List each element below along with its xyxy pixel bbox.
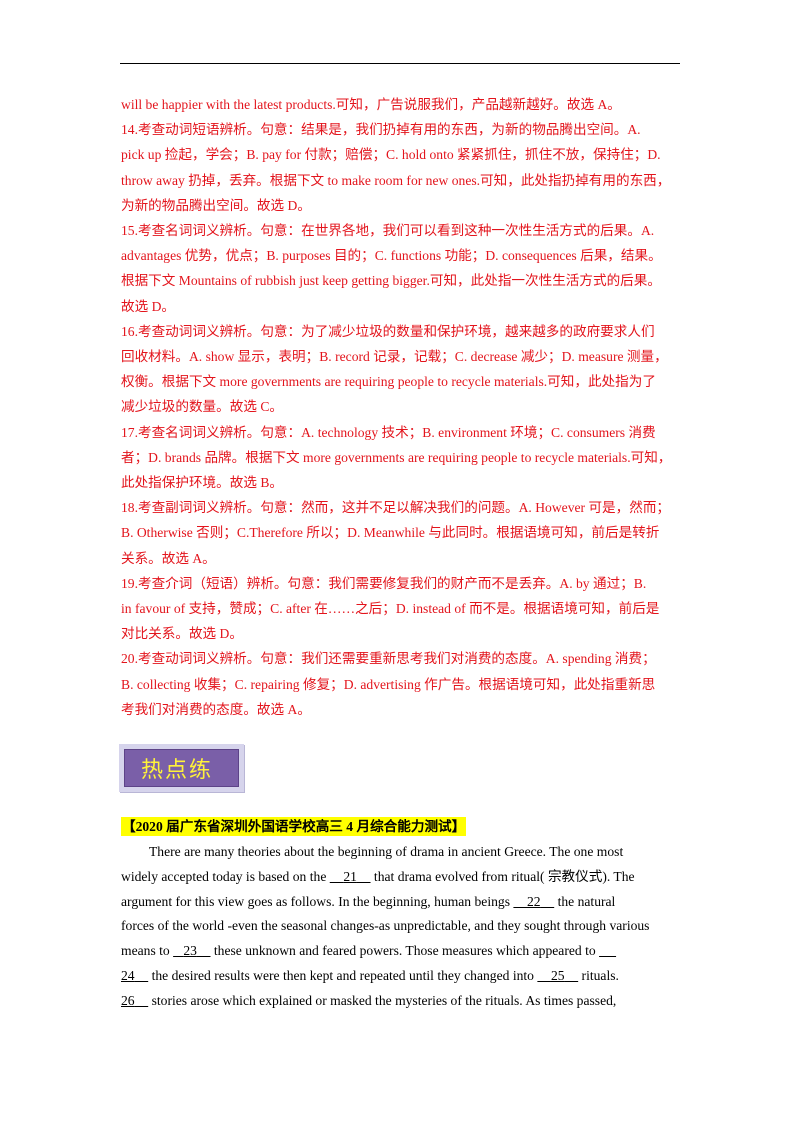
answer-line: 18.考查副词词义辨析。句意：然而，这并不足以解决我们的问题。A. Howeve… — [121, 500, 671, 516]
answer-line: B. Otherwise 否则；C.Therefore 所以；D. Meanwh… — [121, 525, 660, 541]
answer-line: 关系。故选 A。 — [121, 550, 216, 566]
passage-line: argument for this view goes as follows. … — [121, 890, 686, 915]
answer-line: will be happier with the latest products… — [121, 97, 621, 112]
answer-line: B. collecting 收集；C. repairing 修复；D. adve… — [121, 676, 656, 692]
answer-item: 15.考查名词词义辨析。句意：在世界各地，我们可以看到这种一次性生活方式的后果。… — [121, 218, 686, 319]
blank-25[interactable]: 25 — [550, 967, 565, 983]
answer-item: 17.考查名词词义辨析。句意：A. technology 技术；B. envir… — [121, 420, 686, 496]
answer-line: 为新的物品腾出空间。故选 D。 — [121, 197, 311, 213]
header-rule — [120, 63, 680, 64]
answer-line: 20.考查动词词义辨析。句意：我们还需要重新思考我们对消费的态度。A. spen… — [121, 651, 656, 667]
answer-line: 16.考查动词词义辨析。句意：为了减少垃圾的数量和保护环境，越来越多的政府要求人… — [121, 323, 655, 339]
answer-item: will be happier with the latest products… — [121, 92, 686, 117]
answer-item: 20.考查动词词义辨析。句意：我们还需要重新思考我们对消费的态度。A. spen… — [121, 646, 686, 722]
answer-line: 考我们对消费的态度。故选 A。 — [121, 701, 311, 717]
passage-line: forces of the world -even the seasonal c… — [121, 918, 650, 934]
answer-line: advantages 优势，优点；B. purposes 目的；C. funct… — [121, 248, 662, 264]
section-badge-inner: 热点练 — [124, 749, 239, 787]
answer-item: 16.考查动词词义辨析。句意：为了减少垃圾的数量和保护环境，越来越多的政府要求人… — [121, 319, 686, 420]
answer-explanations: will be happier with the latest products… — [121, 92, 686, 722]
answer-line: 者；D. brands 品牌。根据下文 more governments are… — [121, 449, 672, 465]
answer-item: 19.考查介词（短语）辨析。句意：我们需要修复我们的财产而不是丢弃。A. by … — [121, 571, 686, 647]
answer-line: 减少垃圾的数量。故选 C。 — [121, 399, 283, 415]
passage-line: There are many theories about the beginn… — [149, 844, 624, 859]
answer-line: 根据下文 Mountains of rubbish just keep gett… — [121, 273, 661, 289]
source-label: 【2020 届广东省深圳外国语学校高三 4 月综合能力测试】 — [121, 817, 467, 836]
answer-item: 18.考查副词词义辨析。句意：然而，这并不足以解决我们的问题。A. Howeve… — [121, 495, 686, 571]
blank-26[interactable]: 26 — [121, 992, 135, 1008]
section-badge: 热点练 — [119, 744, 244, 792]
answer-line: in favour of 支持，赞成；C. after 在……之后；D. ins… — [121, 601, 660, 617]
blank-22[interactable]: 22 — [527, 893, 541, 909]
passage-line: 26 stories arose which explained or mask… — [121, 989, 686, 1014]
answer-line: 15.考查名词词义辨析。句意：在世界各地，我们可以看到这种一次性生活方式的后果。… — [121, 223, 655, 239]
answer-line: pick up 捡起，学会；B. pay for 付款；赔偿；C. hold o… — [121, 147, 661, 163]
blank-21[interactable]: 21 — [343, 868, 357, 884]
answer-line: 14.考查动词短语辨析。句意：结果是，我们扔掉有用的东西，为新的物品腾出空间。A… — [121, 122, 641, 138]
blank-24[interactable]: 24 — [121, 967, 135, 983]
answer-line: 回收材料。A. show 显示，表明；B. record 记录，记载；C. de… — [121, 349, 668, 365]
answer-line: 19.考查介词（短语）辨析。句意：我们需要修复我们的财产而不是丢弃。A. by … — [121, 575, 647, 591]
answer-line: 对比关系。故选 D。 — [121, 626, 243, 642]
reading-passage: There are many theories about the beginn… — [121, 840, 686, 1014]
passage-line: 24 the desired results were then kept an… — [121, 964, 686, 989]
answer-line: 17.考查名词词义辨析。句意：A. technology 技术；B. envir… — [121, 424, 656, 440]
answer-line: 故选 D。 — [121, 298, 175, 314]
answer-line: 此处指保护环境。故选 B。 — [121, 475, 283, 491]
answer-line: 权衡。根据下文 more governments are requiring p… — [121, 374, 656, 390]
answer-item: 14.考查动词短语辨析。句意：结果是，我们扔掉有用的东西，为新的物品腾出空间。A… — [121, 117, 686, 218]
answer-line: throw away 扔掉，丢弃。根据下文 to make room for n… — [121, 172, 671, 188]
passage-line: means to 23 these unknown and feared pow… — [121, 939, 686, 964]
blank-23[interactable]: 23 — [183, 943, 197, 959]
passage-line: widely accepted today is based on the 21… — [121, 865, 686, 890]
section-badge-label: 热点练 — [141, 758, 214, 783]
